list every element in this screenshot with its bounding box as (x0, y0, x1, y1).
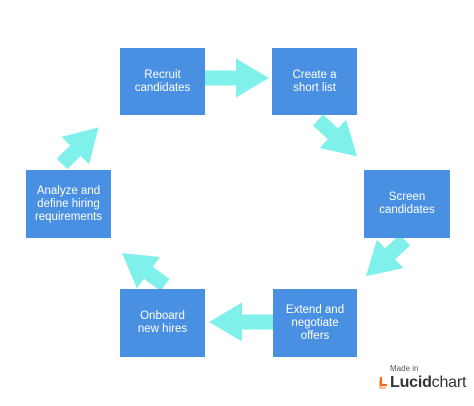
arrow-analyze-to-recruit (56, 127, 99, 170)
lucidchart-logo-icon (378, 375, 390, 391)
node-analyze-line-2: define hiring (37, 197, 100, 210)
node-extend-line-3: offers (300, 329, 330, 342)
node-onboard: Onboard new hires (120, 289, 205, 357)
node-screen-line-2: candidates (379, 204, 435, 216)
node-recruit-line-1: Recruit (144, 68, 181, 81)
lucidchart-watermark: Made in Lucidchart (378, 364, 466, 393)
node-recruit: Recruit candidates (120, 48, 205, 115)
arrow-screen-to-extend (366, 234, 411, 277)
node-analyze-line-1: Analyze and (36, 184, 101, 197)
arrow-onboard-to-analyze (121, 253, 170, 292)
node-onboard-line-2: new hires (137, 323, 188, 335)
logo-regular-part: chart (431, 374, 467, 391)
node-shortlist: Create a short list (272, 48, 357, 115)
node-onboard-line-1: Onboard (140, 310, 185, 322)
node-screen-line-1: Screen (388, 191, 426, 203)
node-analyze-line-3: requirements (34, 210, 103, 223)
lucidchart-logo: Lucidchart (378, 373, 466, 393)
node-extend: Extend and negotiate offers (273, 289, 357, 357)
node-recruit-line-2: candidates (134, 81, 191, 94)
node-extend-line-2: negotiate (291, 316, 339, 329)
arrow-shortlist-to-screen (312, 114, 357, 157)
node-screen: Screen candidates (364, 170, 450, 238)
node-extend-line-1: Extend and (285, 303, 345, 316)
made-in-label: Made in (390, 364, 419, 373)
node-analyze: Analyze and define hiring requirements (26, 170, 111, 238)
logo-bold-part: Lucid (390, 374, 432, 391)
node-shortlist-line-1: Create a (292, 68, 337, 81)
lucidchart-logo-text: Lucidchart (390, 374, 466, 392)
node-shortlist-line-2: short list (293, 81, 336, 94)
